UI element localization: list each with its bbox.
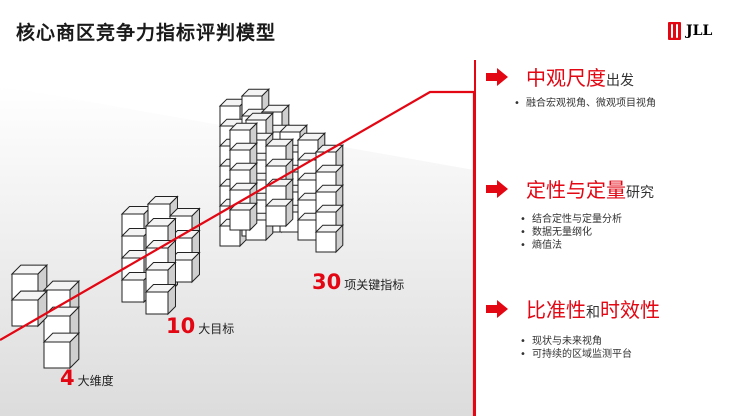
- section-heading: 定性与定量: [526, 178, 626, 202]
- cube: [314, 223, 345, 254]
- cube: [10, 289, 49, 328]
- list-item: 数据无量纲化: [520, 226, 654, 239]
- arrow-right-icon: [486, 179, 508, 198]
- section-heading-suffix: 和: [586, 305, 600, 321]
- cube: [144, 283, 177, 316]
- cube: [228, 201, 259, 232]
- list-item: 融合宏观视角、微观项目视角: [514, 97, 664, 110]
- section-heading-second: 时效性: [600, 298, 660, 322]
- cube: [42, 331, 81, 370]
- section-heading-suffix: 研究: [626, 185, 654, 201]
- metric-label: 大目标: [198, 322, 235, 336]
- section-heading-suffix: 出发: [606, 73, 634, 89]
- cube-clusters: [10, 87, 345, 370]
- metric-number: 4: [60, 366, 75, 390]
- list-item: 结合定性与定量分析: [520, 213, 654, 226]
- list-item: 熵值法: [520, 239, 654, 252]
- section-meso-scale: 中观尺度 出发 融合宏观视角、微观项目视角: [486, 62, 664, 110]
- section-heading: 中观尺度: [526, 66, 606, 90]
- jll-logo-icon: [668, 22, 681, 40]
- metric-label: 项关键指标: [344, 278, 405, 292]
- metric-number: 30: [312, 270, 342, 294]
- list-item: 现状与未来视角: [520, 335, 660, 348]
- metric-dimensions: 4 大维度: [60, 366, 114, 390]
- bullet-list: 现状与未来视角 可持续的区域监测平台: [520, 335, 660, 361]
- background-fade: [0, 86, 474, 416]
- list-item: 可持续的区域监测平台: [520, 348, 660, 361]
- divider-line: [474, 60, 476, 416]
- metric-indicators: 30 项关键指标: [312, 270, 404, 294]
- page-title: 核心商区竞争力指标评判模型: [16, 22, 277, 44]
- section-qualitative-quantitative: 定性与定量 研究 结合定性与定量分析 数据无量纲化 熵值法: [486, 174, 654, 252]
- bullet-list: 融合宏观视角、微观项目视角: [514, 97, 664, 110]
- gray-ground: [0, 86, 474, 416]
- cube: [264, 197, 295, 228]
- metric-number: 10: [166, 314, 196, 338]
- arrow-right-icon: [486, 299, 508, 318]
- jll-logo: JLL: [668, 22, 712, 40]
- section-heading: 比准性: [526, 298, 586, 322]
- logo-text: JLL: [686, 23, 713, 39]
- metric-goals: 10 大目标: [166, 314, 234, 338]
- section-comparability-timeliness: 比准性 和 时效性 现状与未来视角 可持续的区域监测平台: [486, 294, 660, 361]
- metric-label: 大维度: [77, 374, 114, 388]
- bullet-list: 结合定性与定量分析 数据无量纲化 熵值法: [520, 213, 654, 252]
- arrow-right-icon: [486, 67, 508, 86]
